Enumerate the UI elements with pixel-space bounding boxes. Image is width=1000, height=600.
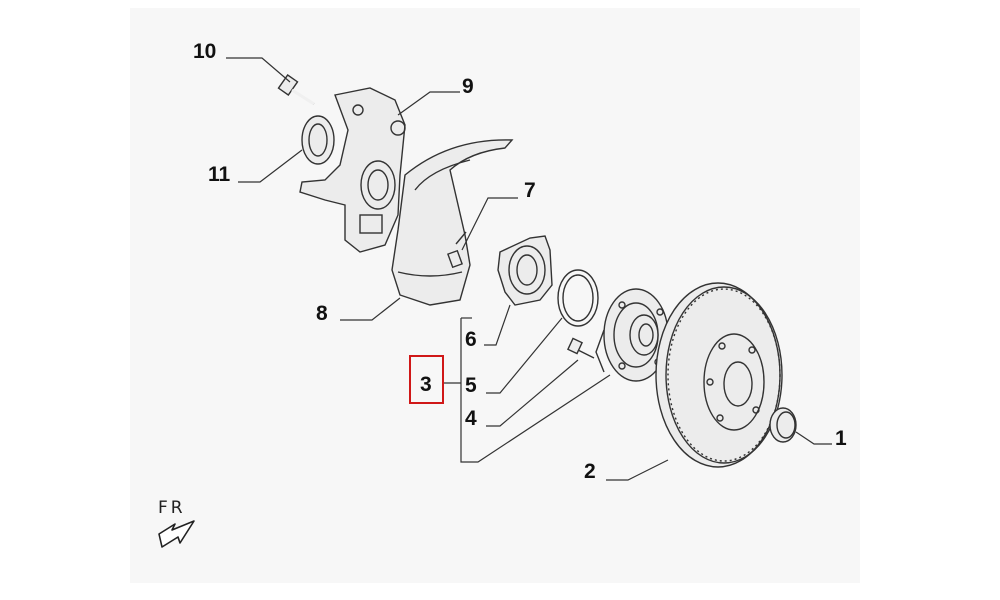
callout-2: 2 [584, 460, 596, 483]
callout-5: 5 [465, 374, 477, 397]
direction-arrow-icon [158, 520, 195, 548]
part-bolt-10[interactable] [277, 74, 315, 106]
callout-1: 1 [835, 427, 847, 450]
callout-8: 8 [316, 302, 328, 325]
part-snap-ring-5[interactable] [557, 269, 599, 327]
part-knuckle-9[interactable] [299, 87, 406, 253]
callout-4: 4 [465, 407, 477, 430]
part-screw-7[interactable] [447, 231, 467, 269]
part-dust-cap-1[interactable] [769, 407, 797, 443]
callout-10: 10 [193, 40, 216, 63]
part-bearing-6[interactable] [497, 235, 553, 306]
direction-label: FR [158, 498, 186, 518]
part-seal-11[interactable] [301, 115, 335, 165]
highlight-box [409, 355, 444, 404]
leader-lines [226, 57, 832, 481]
callout-3: 3 [420, 373, 432, 396]
part-brake-disc-2[interactable] [655, 282, 783, 468]
part-stud-4[interactable] [567, 337, 595, 359]
callout-9: 9 [462, 75, 474, 98]
part-dust-shield-8[interactable] [391, 139, 514, 306]
callout-6: 6 [465, 328, 477, 351]
callout-11: 11 [208, 163, 231, 186]
callout-7: 7 [524, 179, 536, 202]
